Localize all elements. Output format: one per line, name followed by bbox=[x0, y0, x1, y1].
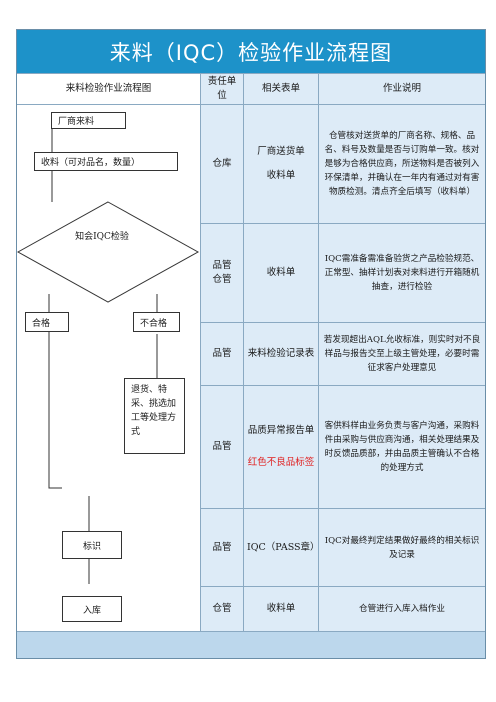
row1-form-b: 收料单 bbox=[266, 170, 296, 181]
row-divider bbox=[200, 586, 485, 587]
row4-form-gap bbox=[279, 440, 282, 454]
flow-pass-box: 合格 bbox=[25, 312, 69, 332]
row-divider bbox=[17, 631, 485, 632]
row4-form: 品质异常报告单 红色不良品标签 bbox=[244, 386, 318, 508]
flow-store-box: 入库 bbox=[62, 596, 122, 622]
col-divider bbox=[243, 73, 244, 631]
row-divider bbox=[200, 385, 485, 386]
row-divider bbox=[17, 73, 485, 74]
row6-form: 收料单 bbox=[266, 603, 296, 614]
row4-unit: 品管 bbox=[212, 441, 232, 452]
row1-form-a: 厂商送货单 bbox=[257, 146, 305, 157]
row2-form: 收料单 bbox=[266, 267, 296, 278]
row2-desc: IQC需准备需准备验货之产品检验规范、正常型、抽样计划表对来料进行开箱随机抽查，… bbox=[324, 254, 480, 292]
flow-connectors bbox=[17, 128, 200, 584]
row5-unit: 品管 bbox=[212, 541, 232, 553]
row1-desc: 仓管核对送货单的厂商名称、规格、品名、料号及数量是否与订购单一致。核对是够为合格… bbox=[324, 131, 480, 197]
col-divider bbox=[200, 73, 201, 631]
flow-handle-box: 退货、特采、挑选加工等处理方式 bbox=[124, 378, 185, 454]
table-area bbox=[200, 73, 485, 631]
header-form: 相关表单 bbox=[261, 83, 300, 94]
flow-receive-box: 收料（可对品名，数量） bbox=[34, 152, 178, 171]
row-divider bbox=[200, 322, 485, 323]
row5-form: IQC（PASS章） bbox=[247, 541, 320, 553]
row4-form-b: 红色不良品标签 bbox=[247, 457, 315, 468]
flow-notify-label: 知会IQC检验 bbox=[75, 232, 129, 242]
header-unit: 责任单位 bbox=[207, 76, 237, 101]
header-flow: 来料检验作业流程图 bbox=[65, 83, 152, 94]
row3-desc: 若发现超出AQL允收标准，则实时对不良样品与报告交至上级主管处理，必要时需征求客… bbox=[323, 335, 481, 373]
row-divider bbox=[17, 104, 485, 105]
row3-unit: 品管 bbox=[212, 348, 232, 359]
footer-bar bbox=[17, 631, 485, 658]
row-divider bbox=[200, 223, 485, 224]
row3-form: 来料检验记录表 bbox=[247, 348, 315, 359]
row6-desc: 仓管进行入库入档作业 bbox=[359, 604, 445, 614]
flowchart-sheet: 来料（IQC）检验作业流程图 来料检验作业流程图 责任单位 相关表单 作业说明 … bbox=[16, 29, 486, 659]
flow-supplier-box: 厂商来料 bbox=[51, 112, 126, 129]
row4-desc: 客供料样由业务负责与客户沟通，采购料件由采购与供应商沟通，相关处理结果及时反馈品… bbox=[324, 421, 480, 473]
header-desc: 作业说明 bbox=[382, 83, 421, 94]
row-divider bbox=[200, 508, 485, 509]
row1-unit: 仓库 bbox=[212, 158, 232, 169]
row5-desc: IQC对最终判定结果做好最终的相关标识及记录 bbox=[324, 535, 480, 560]
row4-form-a: 品质异常报告单 bbox=[247, 425, 315, 436]
row2-unit: 品管 仓管 bbox=[212, 260, 232, 285]
decision-diamond bbox=[17, 201, 200, 303]
col-divider bbox=[318, 73, 319, 631]
page-title: 来料（IQC）检验作业流程图 bbox=[17, 30, 485, 73]
flow-fail-box: 不合格 bbox=[133, 312, 180, 332]
row6-unit: 仓管 bbox=[212, 603, 232, 614]
row1-form: 厂商送货单 收料单 bbox=[244, 105, 318, 223]
flow-mark-box: 标识 bbox=[62, 531, 122, 559]
